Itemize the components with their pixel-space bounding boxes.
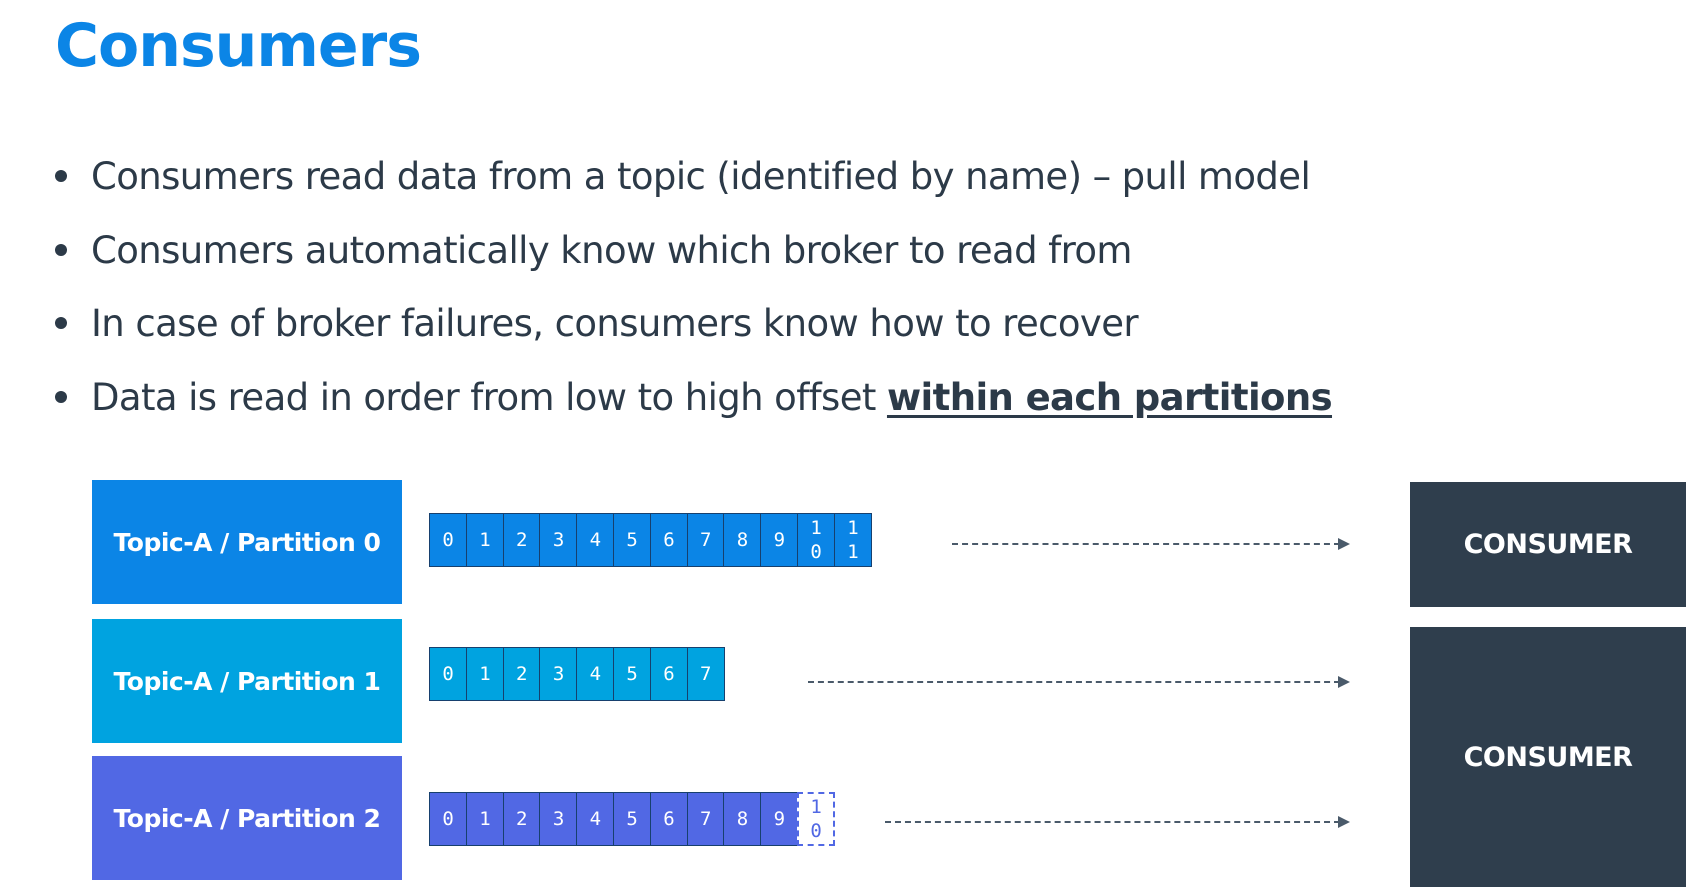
offset-cell: 7 (686, 792, 725, 846)
offset-cell: 8 (723, 792, 762, 846)
offset-cell: 8 (723, 513, 762, 567)
offset-cell: 2 (502, 513, 541, 567)
offset-cell: 7 (686, 513, 725, 567)
bullet-text: Consumers automatically know which broke… (91, 228, 1132, 272)
bullet-dot-icon (55, 243, 67, 256)
partition-1-box: Topic-A / Partition 1 (92, 619, 402, 743)
bullet-emphasis: within each partitions (886, 375, 1333, 419)
slide-title: Consumers (55, 11, 422, 81)
arrow-head-icon (1338, 816, 1350, 828)
offset-cell: 3 (539, 513, 578, 567)
bullet-dot-icon (55, 317, 67, 329)
offset-cell: 2 (502, 792, 541, 846)
offset-cell: 5 (612, 513, 652, 567)
bullet-text: Data is read in order from low to high o… (91, 375, 887, 419)
offset-cell: 2 (502, 647, 541, 701)
read-arrow-partition-0 (952, 538, 1350, 550)
read-arrow-partition-2 (885, 816, 1350, 828)
offset-cell: 9 (760, 792, 799, 846)
bullet-text: Consumers read data from a topic (identi… (91, 155, 1311, 198)
read-arrow-partition-1 (808, 676, 1350, 688)
offset-cell: 10 (796, 513, 836, 567)
offset-cell: 6 (649, 647, 689, 701)
offset-cell: 6 (649, 513, 689, 567)
offset-cell: 0 (429, 513, 468, 567)
offset-cell: 4 (576, 792, 615, 846)
consumer-box-2: CONSUMER (1410, 627, 1686, 887)
arrow-head-icon (1338, 676, 1350, 688)
offset-cell: 11 (833, 513, 873, 567)
offset-cell: 4 (576, 647, 615, 701)
partition-0-box: Topic-A / Partition 0 (92, 480, 402, 604)
offset-cell: 0 (429, 792, 468, 846)
offset-cell: 1 (465, 792, 505, 846)
offset-cell: 7 (686, 647, 725, 701)
partition-2-box: Topic-A / Partition 2 (92, 756, 402, 880)
offset-cell: 1 (465, 647, 505, 701)
offset-cell: 5 (612, 792, 652, 846)
offset-cell: 3 (539, 647, 578, 701)
offset-cell: 6 (649, 792, 689, 846)
offset-cell: 9 (760, 513, 799, 567)
offset-cell: 3 (539, 792, 578, 846)
bullet-dot-icon (55, 170, 67, 182)
arrow-head-icon (1338, 538, 1350, 550)
pending-offset-cell: 10 (796, 792, 836, 846)
bullet-text: In case of broker failures, consumers kn… (91, 302, 1139, 345)
offset-cell: 5 (612, 647, 652, 701)
consumer-box-1: CONSUMER (1410, 482, 1686, 607)
bullet-dot-icon (55, 390, 67, 403)
offset-cell: 0 (429, 647, 468, 701)
offset-cell: 4 (576, 513, 615, 567)
offset-cell: 1 (465, 513, 505, 567)
